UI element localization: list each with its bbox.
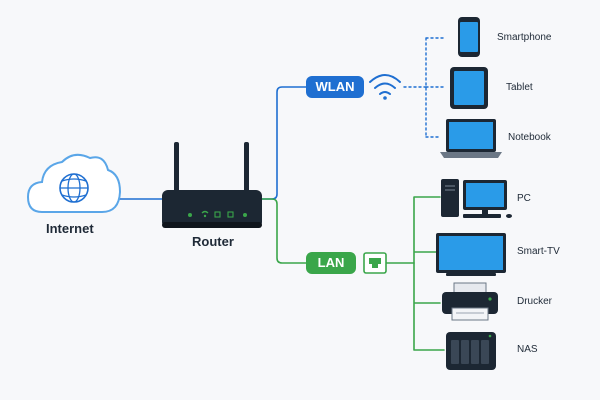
notebook-icon <box>440 119 502 158</box>
wifi-icon <box>369 74 401 100</box>
ethernet-port-icon <box>363 252 387 274</box>
smart-tv-label: Smart-TV <box>517 246 560 257</box>
lan-pill: LAN <box>306 252 356 274</box>
lan-tree <box>413 196 445 351</box>
smartphone-label: Smartphone <box>497 32 552 43</box>
tablet-label: Tablet <box>506 82 533 93</box>
connections <box>117 37 447 351</box>
router-icon <box>162 142 262 228</box>
pc-label: PC <box>517 193 531 204</box>
router-label: Router <box>192 234 234 249</box>
smartphone-icon <box>458 17 480 57</box>
pc-icon <box>441 179 512 218</box>
wlan-tree <box>403 37 447 138</box>
notebook-label: Notebook <box>508 132 551 143</box>
lan-label: LAN <box>317 255 345 270</box>
printer-label: Drucker <box>517 296 553 307</box>
wlan-label: WLAN <box>315 79 355 94</box>
cloud-globe-icon <box>26 153 122 213</box>
internet-label: Internet <box>46 221 94 236</box>
smart-tv-icon <box>436 233 506 276</box>
printer-icon <box>442 282 498 321</box>
wlan-pill: WLAN <box>306 76 364 98</box>
nas-label: NAS <box>517 344 538 355</box>
nas-icon <box>446 332 496 370</box>
router-wlan-line <box>261 86 307 200</box>
router-lan-line <box>261 198 307 264</box>
tablet-icon <box>450 67 488 109</box>
